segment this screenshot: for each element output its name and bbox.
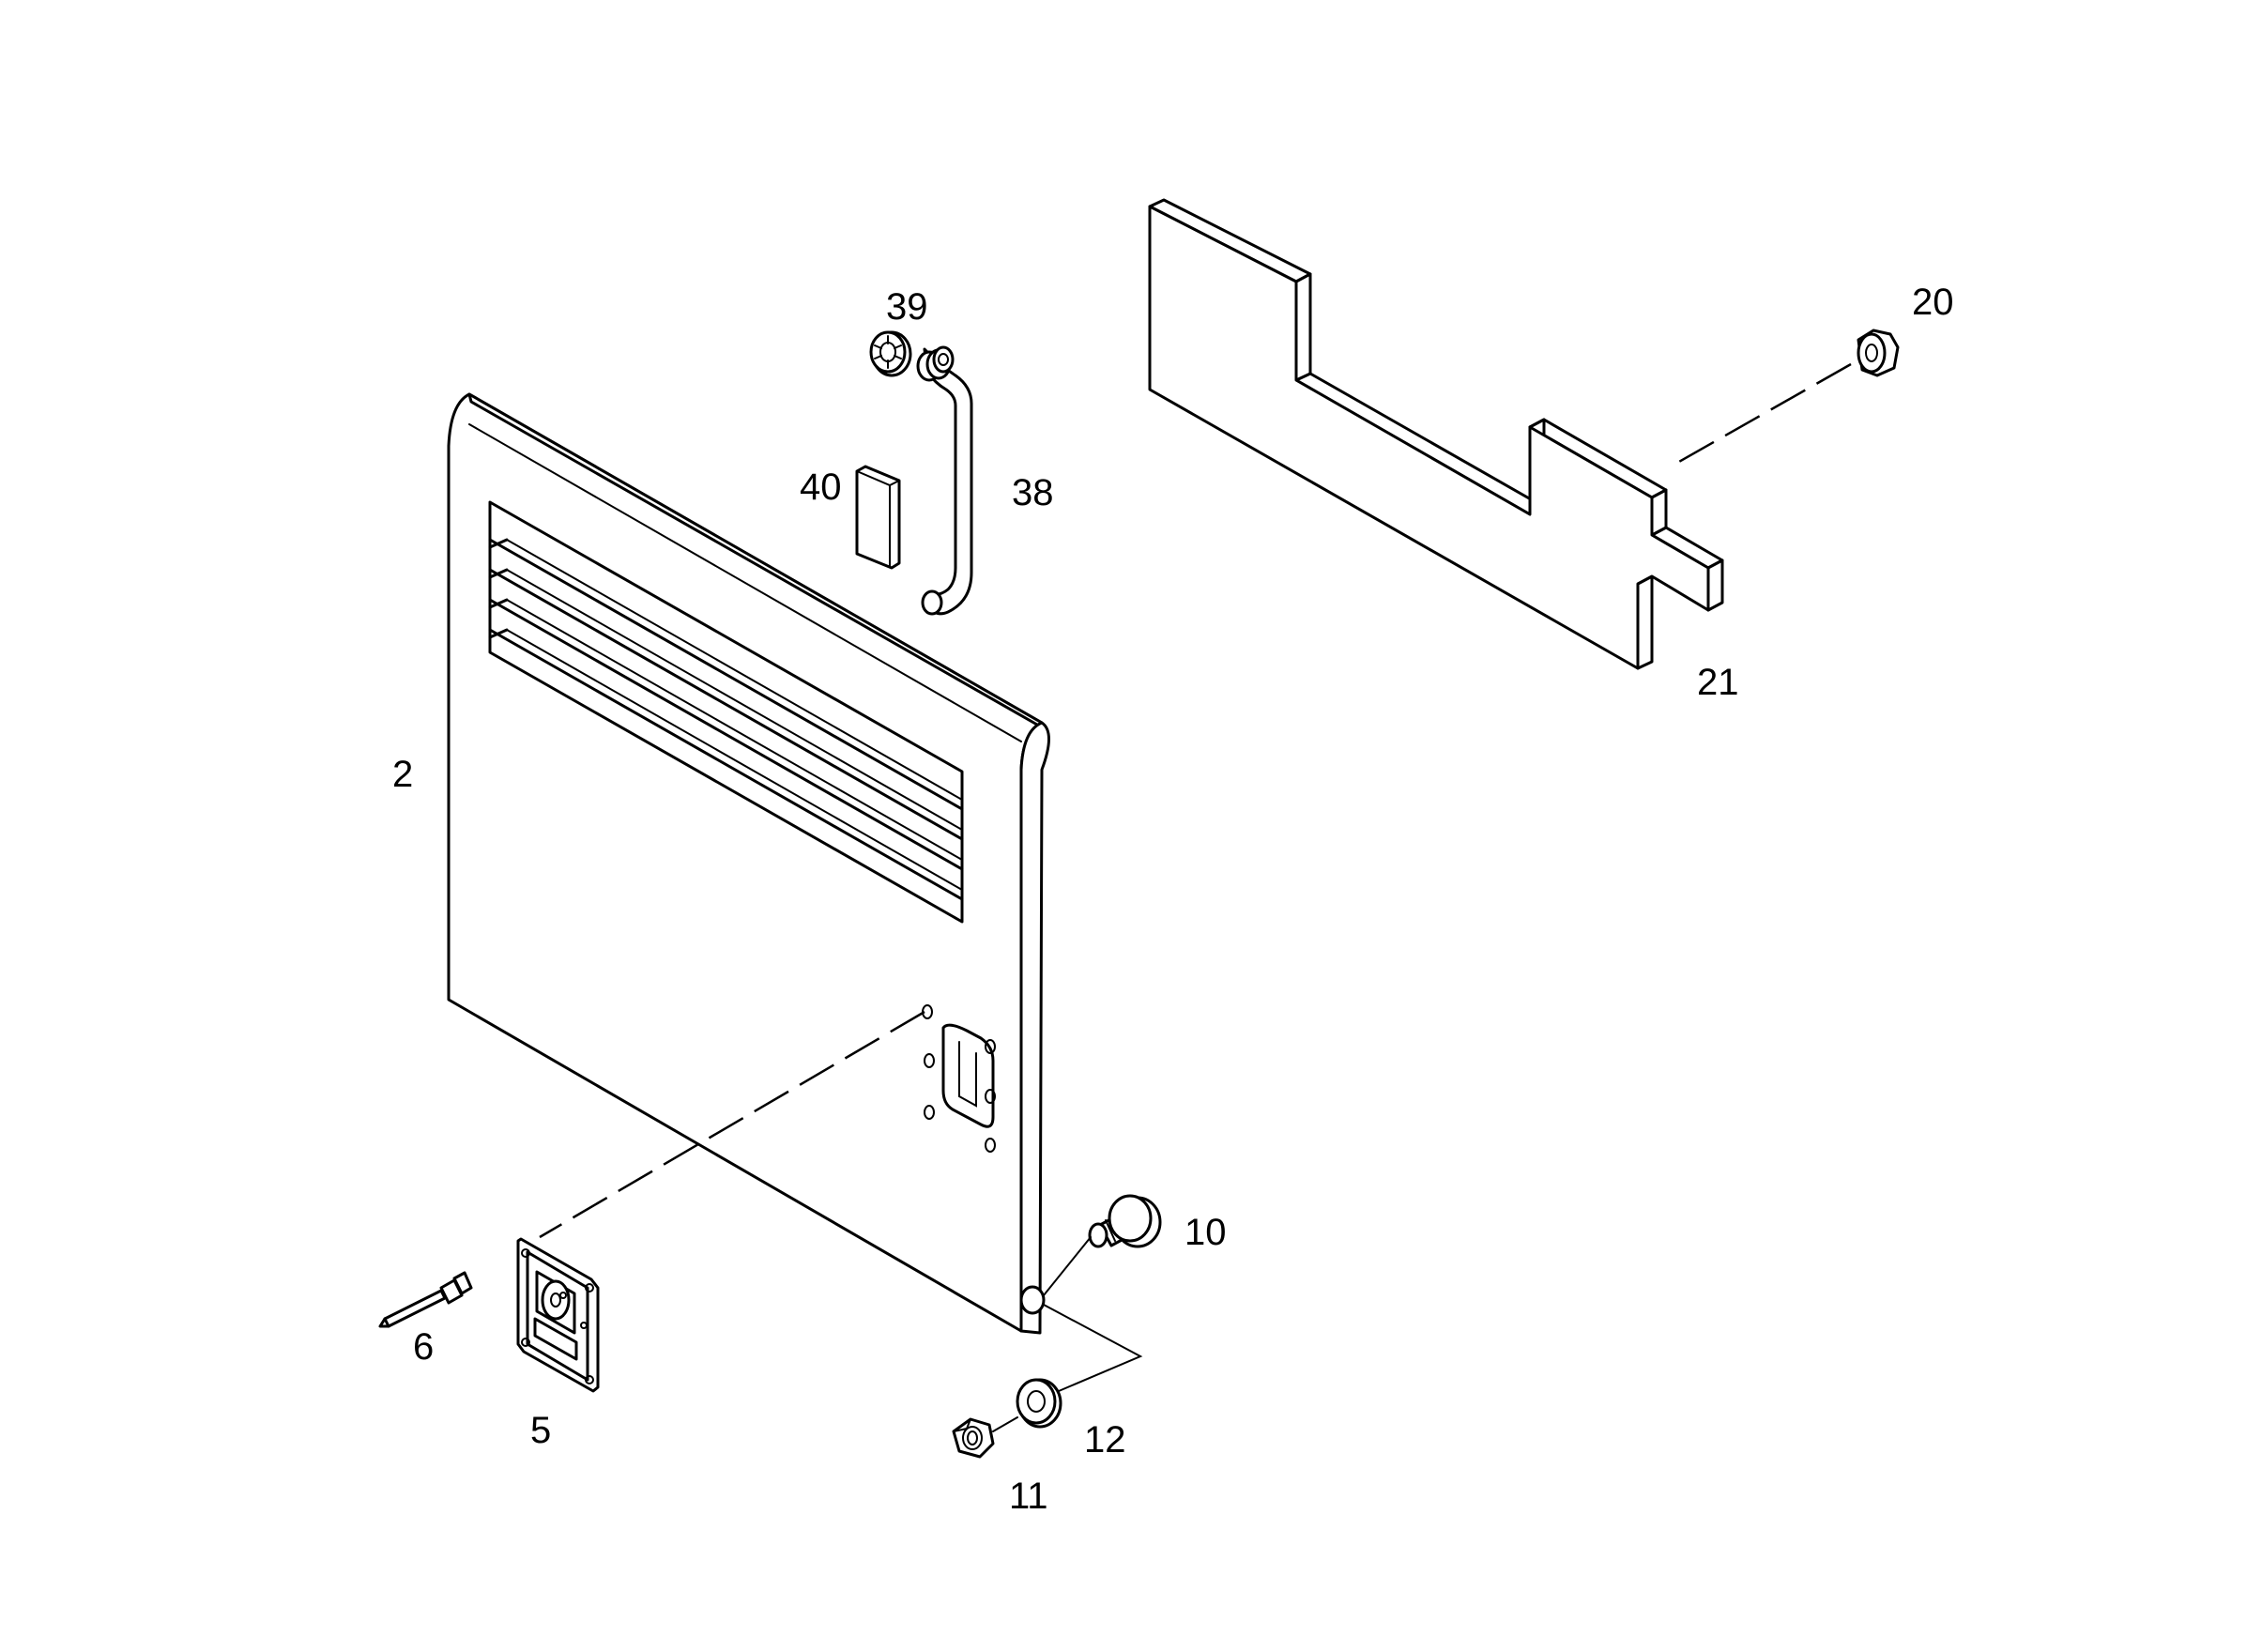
part-10-bolt <box>1088 1194 1162 1248</box>
part-6-rivet-pin <box>378 1271 473 1328</box>
part-12-washer <box>1016 1378 1062 1429</box>
label-20: 20 <box>1912 282 1954 323</box>
assembly-lines <box>539 362 1852 1432</box>
label-38: 38 <box>1012 472 1054 513</box>
label-6: 6 <box>413 1326 434 1368</box>
part-20-nut <box>1857 329 1900 377</box>
part-38-handle-bar <box>916 345 973 616</box>
part-labels: 2 5 6 10 11 12 20 21 38 39 40 <box>392 282 1954 1517</box>
leader-line-washer <box>1043 1304 1143 1392</box>
part-2-front-panel <box>447 392 1050 1335</box>
part-39-star-washer <box>869 330 912 377</box>
label-2: 2 <box>392 754 413 795</box>
label-5: 5 <box>530 1410 551 1451</box>
label-12: 12 <box>1084 1419 1126 1461</box>
part-21-insulation-panel <box>1148 198 1724 670</box>
label-21: 21 <box>1697 662 1739 703</box>
label-40: 40 <box>800 467 842 508</box>
label-39: 39 <box>886 286 928 328</box>
part-40-pad <box>855 465 901 570</box>
assembly-line-nut-to-insulation <box>1670 362 1852 468</box>
assembly-line-plate-to-panel <box>539 1010 925 1239</box>
label-10: 10 <box>1184 1212 1227 1253</box>
leader-line-bolt <box>1043 1236 1092 1296</box>
part-5-handle-plate <box>516 1237 600 1393</box>
leader-line-nut <box>992 1416 1018 1432</box>
part-11-hex-nut <box>952 1417 995 1459</box>
label-11: 11 <box>1009 1476 1048 1517</box>
